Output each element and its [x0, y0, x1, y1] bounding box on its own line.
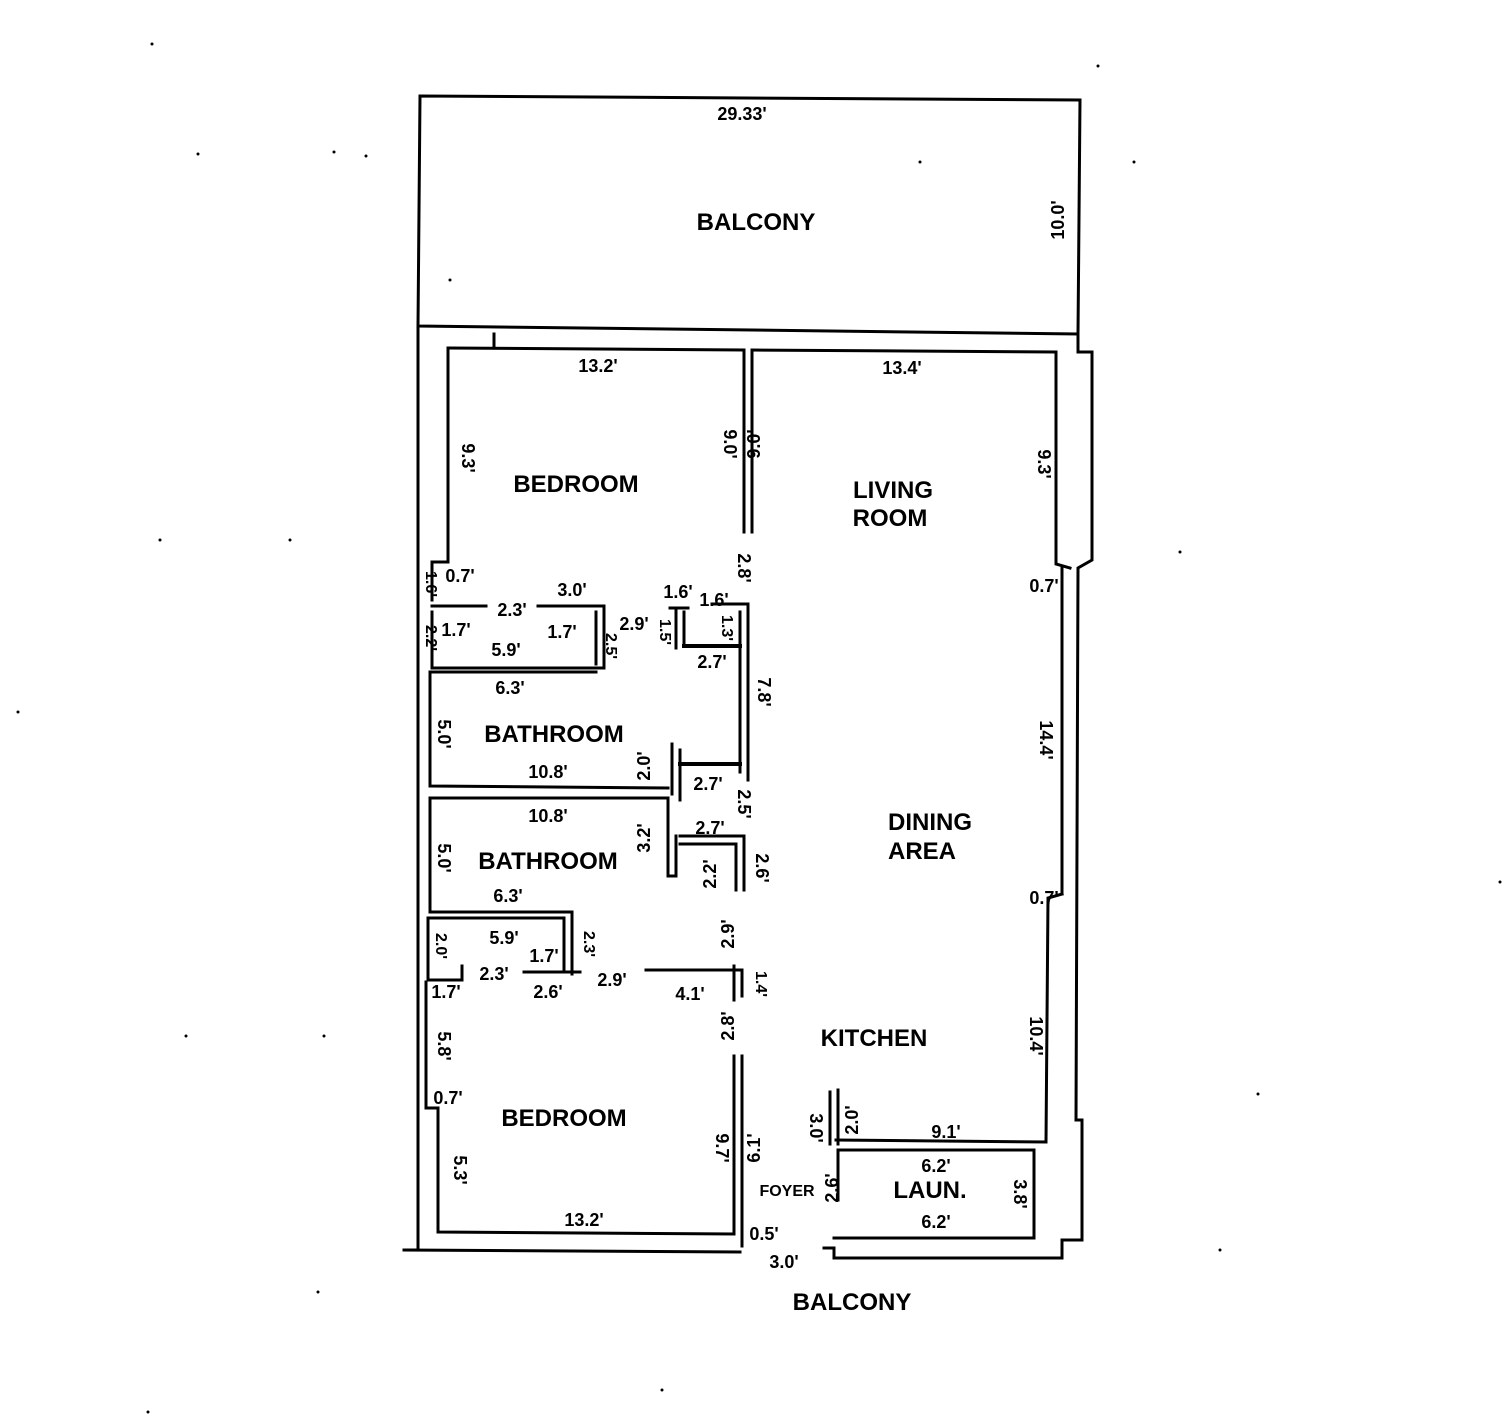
room-label-balcony-bottom: BALCONY	[793, 1289, 912, 1316]
dim-label: 0.7'	[1029, 576, 1058, 596]
room-label-dining-1: DINING	[888, 809, 972, 836]
room-label-bedroom-top: BEDROOM	[513, 471, 638, 498]
dim-label: 2.3'	[580, 931, 597, 957]
dim-label: 1.7'	[529, 946, 558, 966]
dim-label: 3.0'	[557, 580, 586, 600]
dim-label: 2.7'	[695, 818, 724, 838]
dim-label: 0.5'	[749, 1224, 778, 1244]
room-label-kitchen: KITCHEN	[821, 1025, 928, 1052]
dim-label: 3.0'	[806, 1113, 826, 1142]
room-label-bathroom-1: BATHROOM	[484, 721, 624, 748]
dim-label: 10.0'	[1048, 200, 1068, 239]
room-label-laundry: LAUN.	[893, 1177, 966, 1204]
room-label-balcony-top: BALCONY	[697, 209, 816, 236]
dim-label: 2.5'	[602, 633, 619, 659]
dim-label: 2.3'	[479, 964, 508, 984]
dim-label: 0.7'	[445, 566, 474, 586]
dim-label: 6.1'	[744, 1133, 764, 1162]
dim-label: 0.7'	[433, 1088, 462, 1108]
dim-label: 2.2'	[422, 625, 439, 651]
dim-label: 5.9'	[489, 928, 518, 948]
dim-label: 6.3'	[495, 678, 524, 698]
bedroom-bottom-walls	[424, 980, 744, 1248]
bathroom-2-walls	[428, 796, 746, 976]
dim-label: 13.4'	[882, 358, 921, 378]
room-label-dining-2: AREA	[888, 838, 956, 865]
dim-label: 2.7'	[693, 774, 722, 794]
dim-label: 7.8'	[754, 677, 774, 706]
closet-top-walls	[430, 602, 750, 782]
bathroom-1-walls	[428, 670, 742, 802]
dim-label: 9.3'	[1034, 449, 1054, 478]
dim-label: 2.0'	[432, 933, 449, 959]
dim-label: 9.1'	[931, 1122, 960, 1142]
dim-label: 2.2'	[700, 859, 720, 888]
dim-label: 9.3'	[458, 443, 478, 472]
dim-label: 14.4'	[1036, 720, 1056, 759]
dim-label: 1.4'	[752, 971, 769, 997]
dim-label: 2.8'	[734, 553, 754, 582]
dim-label: 6.2'	[921, 1212, 950, 1232]
dim-label: 2.9'	[619, 614, 648, 634]
closet-bottom-walls	[426, 916, 744, 1002]
dim-label: 1.5'	[656, 619, 673, 645]
dim-label: 0.7'	[1029, 888, 1058, 908]
dim-label: 5.9'	[491, 640, 520, 660]
dim-label: 5.3'	[450, 1155, 470, 1184]
dim-label: 2.3'	[497, 600, 526, 620]
dim-label: 6.2'	[921, 1156, 950, 1176]
room-label-bedroom-bottom: BEDROOM	[501, 1105, 626, 1132]
dim-label: 3.8'	[1010, 1179, 1030, 1208]
dim-label: 2.6'	[822, 1173, 842, 1202]
room-label-foyer: FOYER	[759, 1183, 815, 1200]
dim-label: 13.2'	[578, 356, 617, 376]
dim-label: 5.0'	[434, 843, 454, 872]
dim-label: 1.7'	[441, 620, 470, 640]
dim-label: 2.6'	[533, 982, 562, 1002]
dim-label: 1.7'	[431, 982, 460, 1002]
dim-label: 29.33'	[717, 104, 766, 124]
dim-label: 10.8'	[528, 806, 567, 826]
dim-label: 5.0'	[434, 719, 454, 748]
exterior-wall	[402, 324, 1094, 1260]
dim-label: 13.2'	[564, 1210, 603, 1230]
dim-label: 2.0'	[842, 1105, 862, 1134]
dim-label: 6.3'	[493, 886, 522, 906]
dim-label: 1.6'	[663, 582, 692, 602]
dim-label: 2.8'	[718, 1011, 738, 1040]
scan-noise	[16, 42, 1502, 1414]
dim-label: 9.7'	[712, 1133, 732, 1162]
dim-label: 2.6'	[752, 853, 772, 882]
dim-label: 3.0'	[769, 1252, 798, 1272]
bedroom-top-walls	[430, 346, 1072, 602]
dim-label: 9.0'	[720, 429, 740, 458]
dim-label: 1.3'	[718, 615, 735, 641]
dim-label: 5.8'	[434, 1031, 454, 1060]
dim-label: 4.1'	[675, 984, 704, 1004]
dim-label: 3.2'	[634, 823, 654, 852]
dim-label: 2.5'	[734, 789, 754, 818]
dim-label: 2.9'	[718, 919, 738, 948]
kitchen-walls	[828, 566, 1064, 1240]
room-label-living-2: ROOM	[853, 505, 928, 532]
room-label-bathroom-2: BATHROOM	[478, 848, 618, 875]
dim-label: 10.8'	[528, 762, 567, 782]
dim-label: 10.4'	[1026, 1016, 1046, 1055]
dim-label: 9.0'	[744, 429, 764, 458]
dim-label: 1.6'	[699, 590, 728, 610]
room-label-living-1: LIVING	[853, 477, 933, 504]
dim-label: 2.9'	[597, 970, 626, 990]
dim-label: 2.0'	[634, 751, 654, 780]
dim-label: 2.7'	[697, 652, 726, 672]
dim-label: 1.6'	[422, 571, 439, 597]
dim-label: 1.7'	[547, 622, 576, 642]
